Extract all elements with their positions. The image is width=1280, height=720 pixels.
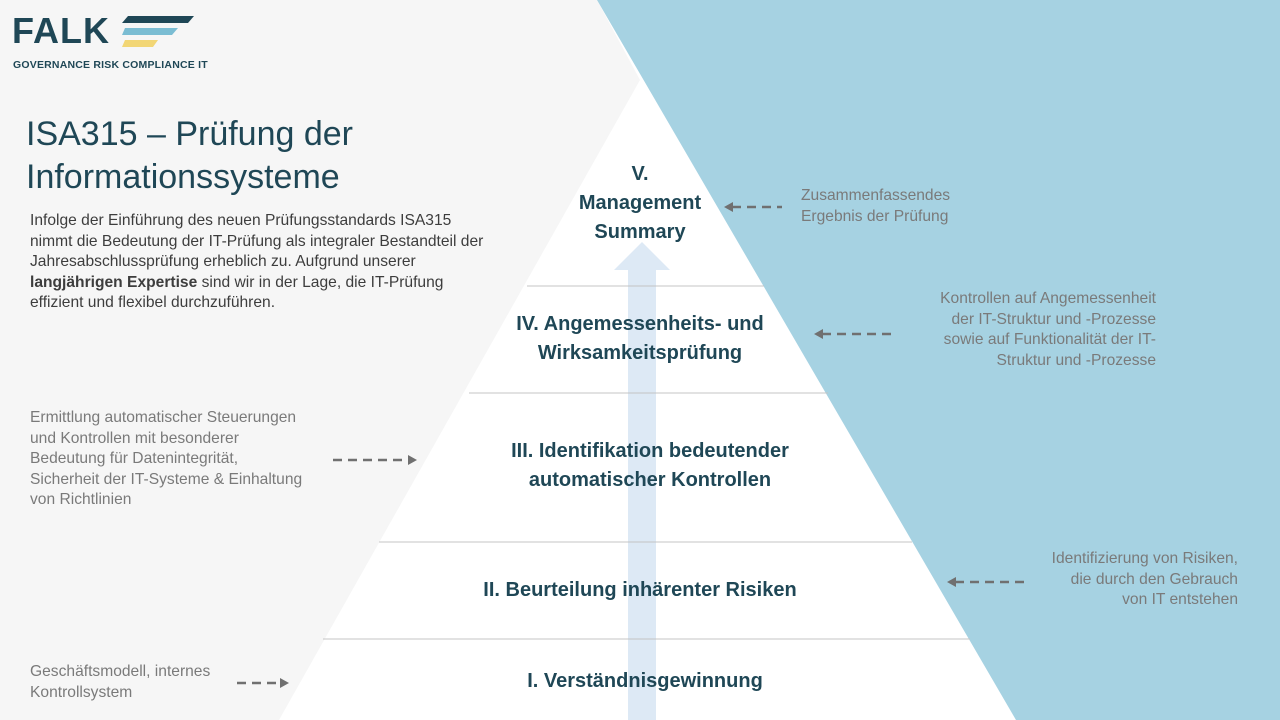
brand-tagline: GOVERNANCE RISK COMPLIANCE IT xyxy=(13,59,208,71)
arrow-left-icon xyxy=(724,202,782,212)
arrow-right-icon xyxy=(237,678,289,688)
note-level-2: Identifizierung von Risiken, die durch d… xyxy=(1000,549,1238,611)
intro-paragraph: Infolge der Einführung des neuen Prüfung… xyxy=(30,211,490,314)
note-line: die durch den Gebrauch xyxy=(1070,570,1238,588)
note-line: der IT-Struktur und -Prozesse xyxy=(951,310,1156,328)
level-label: I. Verständnisgewinnung xyxy=(527,670,763,692)
note-level-1: Geschäftsmodell, internes Kontrollsystem xyxy=(30,662,250,703)
intro-highlight: langjährigen Expertise xyxy=(30,273,198,291)
note-line: Identifizierung von Risiken, xyxy=(1051,550,1238,567)
falk-logo-icon xyxy=(122,16,194,47)
brand-logo-wordmark: FALK xyxy=(12,10,110,51)
arrow-left-icon xyxy=(814,329,892,339)
pyramid-level-5: V. Management Summary xyxy=(540,160,740,247)
left-grey-panel xyxy=(0,0,640,720)
right-blue-panel xyxy=(597,0,1280,720)
note-line: Geschäftsmodell, internes xyxy=(30,663,211,680)
level-label: IV. Angemessenheits- und xyxy=(516,313,764,335)
level-label: II. Beurteilung inhärenter Risiken xyxy=(483,579,797,601)
note-line: Ergebnis der Prüfung xyxy=(801,207,949,225)
page-title: ISA315 – Prüfung der Informationssysteme xyxy=(26,113,446,199)
arrow-left-icon xyxy=(947,577,1025,587)
note-line: Kontrollsystem xyxy=(30,683,133,701)
note-line: Kontrollen auf Angemessenheit xyxy=(940,290,1156,307)
level-label: V. xyxy=(631,163,649,185)
intro-text: Infolge der Einführung des neuen Prüfung… xyxy=(30,212,484,271)
arrow-right-icon xyxy=(333,455,417,465)
title-line: ISA315 – Prüfung der xyxy=(26,115,354,153)
pyramid-level-3: III. Identifikation bedeutender automati… xyxy=(470,437,830,495)
pyramid-level-2: II. Beurteilung inhärenter Risiken xyxy=(440,576,840,605)
pyramid-level-4: IV. Angemessenheits- und Wirksamkeitsprü… xyxy=(490,310,790,368)
note-level-4: Kontrollen auf Angemessenheit der IT-Str… xyxy=(896,289,1156,371)
note-level-5: Zusammenfassendes Ergebnis der Prüfung xyxy=(801,186,1041,227)
pyramid-level-1: I. Verständnisgewinnung xyxy=(440,667,850,696)
level-label: Management xyxy=(578,192,702,214)
note-level-3: Ermittlung automatischer Steuerungen und… xyxy=(30,408,350,511)
intro-text: sind wir in der Lage, die IT-Prüfung eff… xyxy=(30,273,444,312)
note-line: sowie auf Funktionalität der IT- xyxy=(943,331,1156,348)
level-label: automatischer Kontrollen xyxy=(528,469,772,491)
upward-arrow-icon xyxy=(614,242,670,720)
note-line: Sicherheit der IT-Systeme & Einhaltung xyxy=(30,470,303,488)
level-label: III. Identifikation bedeutender xyxy=(511,440,789,462)
note-line: Zusammenfassendes xyxy=(801,187,951,204)
note-line: Struktur und -Prozesse xyxy=(996,351,1156,369)
note-line: Bedeutung für Datenintegrität, xyxy=(30,450,239,467)
note-line: und Kontrollen mit besonderer xyxy=(30,429,239,447)
title-line: Informationssysteme xyxy=(26,158,340,196)
note-line: von IT entstehen xyxy=(1122,591,1238,608)
level-label: Summary xyxy=(594,221,686,243)
level-label: Wirksamkeitsprüfung xyxy=(537,342,743,364)
note-line: von Richtlinien xyxy=(30,491,132,508)
note-line: Ermittlung automatischer Steuerungen xyxy=(30,409,297,426)
